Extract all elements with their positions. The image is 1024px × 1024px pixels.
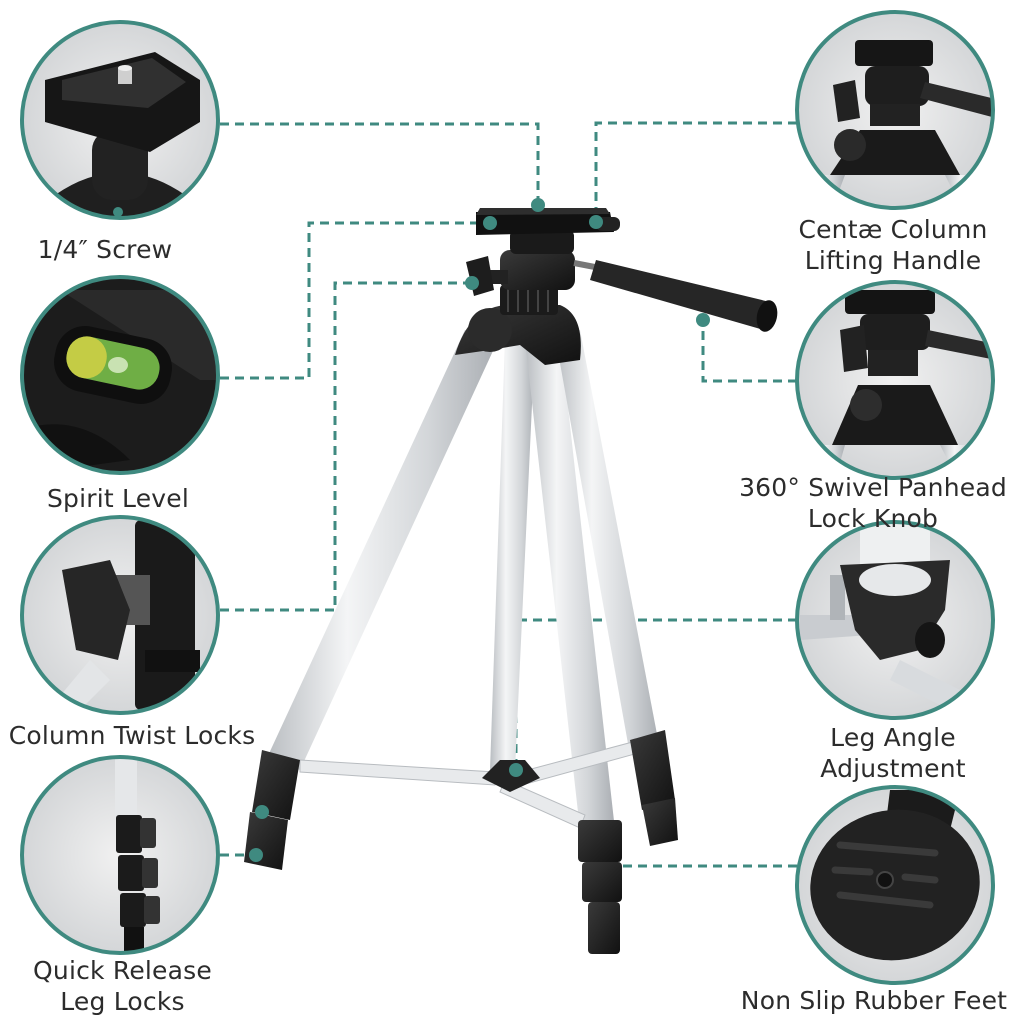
leader-spirit-level — [220, 221, 490, 380]
feature-circle-lock-knob — [795, 280, 995, 480]
leader-screw — [220, 122, 540, 205]
feature-circle-column-twist-locks — [20, 515, 220, 715]
label-line: Spirit Level — [46, 484, 190, 513]
label-rubber-feet: Non Slip Rubber Feet — [724, 985, 1024, 1016]
label-line: Quick Release — [33, 956, 212, 985]
leader-column-twist-locks — [220, 281, 472, 612]
label-line: Lifting Handle — [804, 246, 982, 275]
tripod-product-image — [244, 198, 778, 954]
label-lock-knob: 360° Swivel Panhead Lock Knob — [722, 472, 1024, 534]
label-line: Lock Knob — [807, 504, 939, 533]
feature-circle-screw — [20, 20, 220, 220]
feature-circle-rubber-feet — [795, 785, 995, 985]
leader-lock-knob — [701, 320, 797, 383]
feature-circle-lifting-handle — [795, 10, 995, 210]
label-line: Adjustment — [820, 754, 966, 783]
label-line: Leg Locks — [60, 987, 185, 1016]
label-screw: 1/4″ Screw — [0, 234, 210, 265]
label-line: 1/4″ Screw — [37, 235, 173, 264]
label-line: Centæ Column — [798, 215, 988, 244]
label-leg-locks: Quick Release Leg Locks — [0, 955, 245, 1017]
label-spirit-level: Spirit Level — [0, 483, 236, 514]
label-lifting-handle: Centæ Column Lifting Handle — [786, 214, 1000, 276]
feature-circle-leg-angle — [795, 520, 995, 720]
feature-circle-spirit-level — [20, 275, 220, 475]
leader-lifting-handle — [594, 121, 797, 222]
label-line: Non Slip Rubber Feet — [740, 986, 1008, 1015]
label-line: 360° Swivel Panhead — [739, 473, 1007, 502]
label-line: Leg Angle — [830, 723, 956, 752]
label-column-twist-locks: Column Twist Locks — [0, 720, 264, 751]
feature-circle-leg-locks — [20, 755, 220, 955]
label-line: Column Twist Locks — [8, 721, 256, 750]
label-leg-angle: Leg Angle Adjustment — [786, 722, 1000, 784]
